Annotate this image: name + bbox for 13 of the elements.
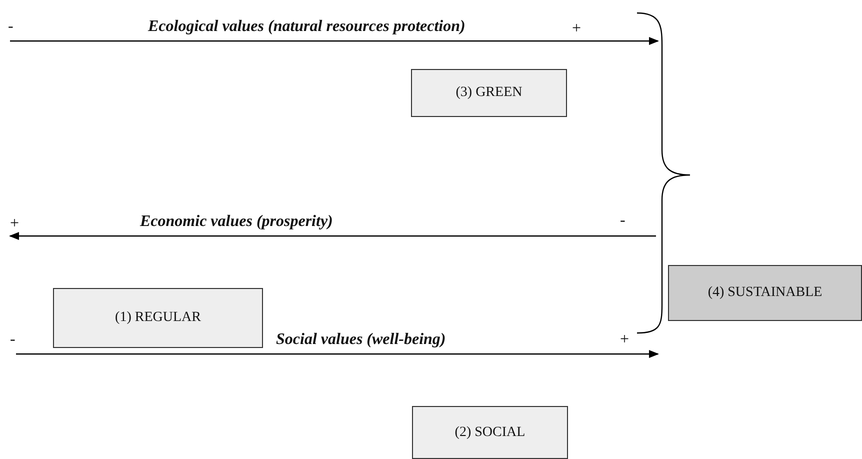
category-box: (2) SOCIAL bbox=[412, 406, 568, 459]
sign-label: + bbox=[572, 20, 582, 38]
sign-label: - bbox=[620, 212, 626, 230]
axis-title: Economic values (prosperity) bbox=[140, 213, 333, 231]
sign-label: - bbox=[10, 331, 16, 349]
sign-label: + bbox=[10, 215, 20, 233]
sign-label: - bbox=[8, 18, 14, 36]
category-box: (1) REGULAR bbox=[53, 288, 263, 348]
category-box: (3) GREEN bbox=[411, 69, 567, 117]
sign-label: + bbox=[620, 331, 630, 349]
axis-title: Ecological values (natural resources protection) bbox=[148, 18, 466, 36]
category-box: (4) SUSTAINABLE bbox=[668, 265, 862, 321]
axis-title: Social values (well-being) bbox=[276, 331, 446, 349]
